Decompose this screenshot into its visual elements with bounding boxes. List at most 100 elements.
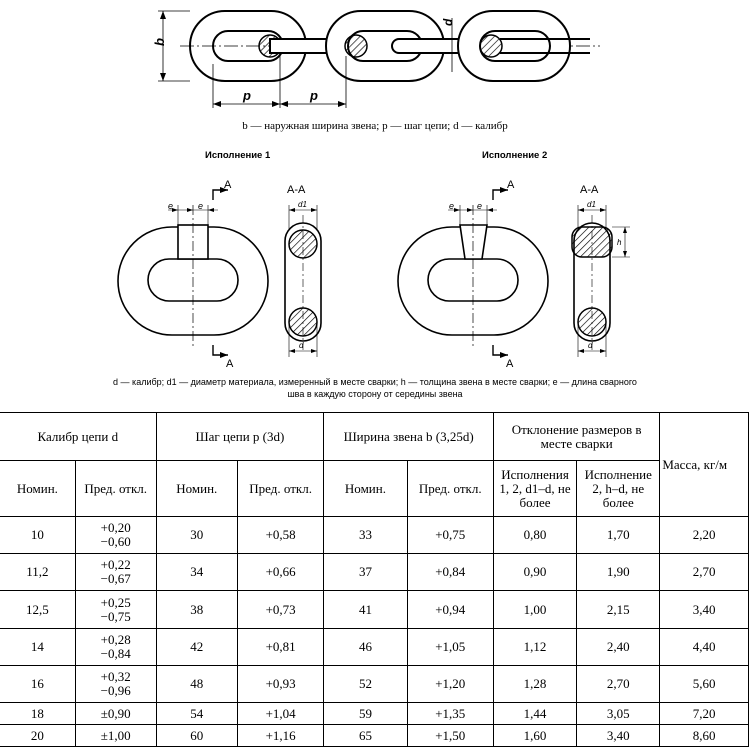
cell-dev1: 1,00 bbox=[492, 590, 578, 629]
section-2-label: A-A bbox=[580, 184, 599, 196]
cell-d: 18 bbox=[0, 702, 76, 725]
cell-d-tolerance: ±1,00 bbox=[74, 724, 157, 747]
cell-dev2: 2,70 bbox=[576, 665, 661, 703]
cell-p: 42 bbox=[155, 628, 238, 666]
subheader-dev2: Исполнение 2, h–d, не более bbox=[576, 460, 661, 517]
header-width: Ширина звена b (3,25d) bbox=[323, 412, 494, 461]
dim-e4-label: e bbox=[477, 201, 482, 211]
cell-p: 38 bbox=[155, 590, 238, 629]
tol-upper: ±0,90 bbox=[100, 705, 131, 721]
subheader-tol-b: Пред. откл. bbox=[406, 460, 494, 517]
cell-dev2: 3,05 bbox=[576, 702, 661, 725]
cell-b: 33 bbox=[323, 516, 408, 554]
header-caliber: Калибр цепи d bbox=[0, 412, 157, 461]
subheader-nom-d: Номин. bbox=[0, 460, 76, 517]
weld-drawings: e e A A A-A d1 d bbox=[117, 179, 630, 370]
variant-2-link: e e A A bbox=[397, 179, 549, 370]
tol-lower: −0,75 bbox=[100, 608, 131, 624]
dim-e1-label: e bbox=[168, 201, 173, 211]
chain-link-5 bbox=[457, 10, 590, 82]
cell-p-tol: +0,93 bbox=[236, 665, 325, 703]
tol-upper: ±1,00 bbox=[100, 727, 131, 743]
cell-p-tol: +1,04 bbox=[236, 702, 325, 725]
cell-p: 54 bbox=[155, 702, 238, 725]
tol-upper: +0,22 bbox=[100, 557, 131, 572]
cell-d-tolerance: +0,20−0,60 bbox=[74, 516, 157, 554]
cell-d-tolerance: +0,25−0,75 bbox=[74, 590, 157, 629]
chain-spec-table: Калибр цепи d Шаг цепи p (3d) Ширина зве… bbox=[0, 412, 749, 747]
subheader-tol-p: Пред. откл. bbox=[236, 460, 325, 517]
cut-a-bottom-2: A bbox=[506, 358, 514, 370]
cell-dev1: 1,60 bbox=[492, 724, 578, 747]
dim-d1-2: d1 bbox=[587, 200, 596, 209]
weld-legend-line-2: шва в каждую сторону от середины звена bbox=[287, 389, 463, 399]
cell-d: 20 bbox=[0, 724, 76, 747]
cell-d: 11,2 bbox=[0, 553, 76, 591]
tol-lower: −0,60 bbox=[100, 534, 131, 549]
cell-b: 37 bbox=[323, 553, 408, 591]
chain-link-3 bbox=[325, 10, 445, 82]
cut-a-bottom-1: A bbox=[226, 358, 234, 370]
section-1-label: A-A bbox=[287, 184, 306, 196]
subheader-dev1: Исполнения 1, 2, d1–d, не более bbox=[492, 460, 578, 517]
cell-p: 60 bbox=[155, 724, 238, 747]
dim-b-label: b bbox=[152, 38, 167, 46]
cell-p-tol: +0,81 bbox=[236, 628, 325, 666]
cell-b-tol: +1,35 bbox=[406, 702, 494, 725]
cell-b-tol: +1,50 bbox=[406, 724, 494, 747]
cell-mass: 4,40 bbox=[659, 628, 749, 666]
header-pitch: Шаг цепи p (3d) bbox=[155, 412, 325, 461]
cut-a-top-2: A bbox=[507, 179, 515, 191]
subheader-tol-d: Пред. откл. bbox=[74, 460, 157, 517]
cell-b-tol: +0,75 bbox=[406, 516, 494, 554]
cell-mass: 5,60 bbox=[659, 665, 749, 703]
cell-b-tol: +1,05 bbox=[406, 628, 494, 666]
cell-mass: 8,60 bbox=[659, 724, 749, 747]
cell-dev1: 1,12 bbox=[492, 628, 578, 666]
cell-dev1: 0,90 bbox=[492, 553, 578, 591]
cell-dev1: 1,44 bbox=[492, 702, 578, 725]
cell-dev2: 3,40 bbox=[576, 724, 661, 747]
section-2: A-A d1 h d bbox=[571, 184, 630, 357]
cell-mass: 3,40 bbox=[659, 590, 749, 629]
tol-upper: +0,25 bbox=[100, 594, 131, 610]
dim-e2-label: e bbox=[198, 201, 203, 211]
cell-p: 48 bbox=[155, 665, 238, 703]
subheader-nom-p: Номин. bbox=[155, 460, 238, 517]
cell-b: 59 bbox=[323, 702, 408, 725]
cell-d: 16 bbox=[0, 665, 76, 703]
dim-d-1: d bbox=[299, 341, 304, 350]
tol-lower: −0,67 bbox=[100, 571, 131, 586]
cell-b: 65 bbox=[323, 724, 408, 747]
cell-d-tolerance: +0,32−0,96 bbox=[74, 665, 157, 703]
cut-a-top-1: A bbox=[224, 179, 232, 191]
cell-b: 52 bbox=[323, 665, 408, 703]
cell-d: 12,5 bbox=[0, 590, 76, 629]
dim-d-label: d bbox=[441, 18, 455, 26]
variant-2-title: Исполнение 2 bbox=[482, 150, 548, 161]
cell-p: 34 bbox=[155, 553, 238, 591]
header-deviation: Отклонение размеров в месте сварки bbox=[492, 412, 661, 461]
cell-b-tol: +0,94 bbox=[406, 590, 494, 629]
cell-dev2: 1,90 bbox=[576, 553, 661, 591]
tol-lower: −0,84 bbox=[100, 646, 131, 661]
cell-mass: 7,20 bbox=[659, 702, 749, 725]
tol-upper: +0,28 bbox=[100, 632, 131, 647]
section-1: A-A d1 d bbox=[284, 184, 322, 357]
cell-p-tol: +0,73 bbox=[236, 590, 325, 629]
cell-d: 10 bbox=[0, 516, 76, 554]
dim-e3-label: e bbox=[449, 201, 454, 211]
cell-mass: 2,70 bbox=[659, 553, 749, 591]
variant-1-title: Исполнение 1 bbox=[205, 150, 271, 161]
dim-p1-label: p bbox=[242, 88, 251, 103]
cell-b: 46 bbox=[323, 628, 408, 666]
tol-upper: +0,20 bbox=[100, 520, 131, 535]
dim-p2-label: p bbox=[309, 88, 318, 103]
